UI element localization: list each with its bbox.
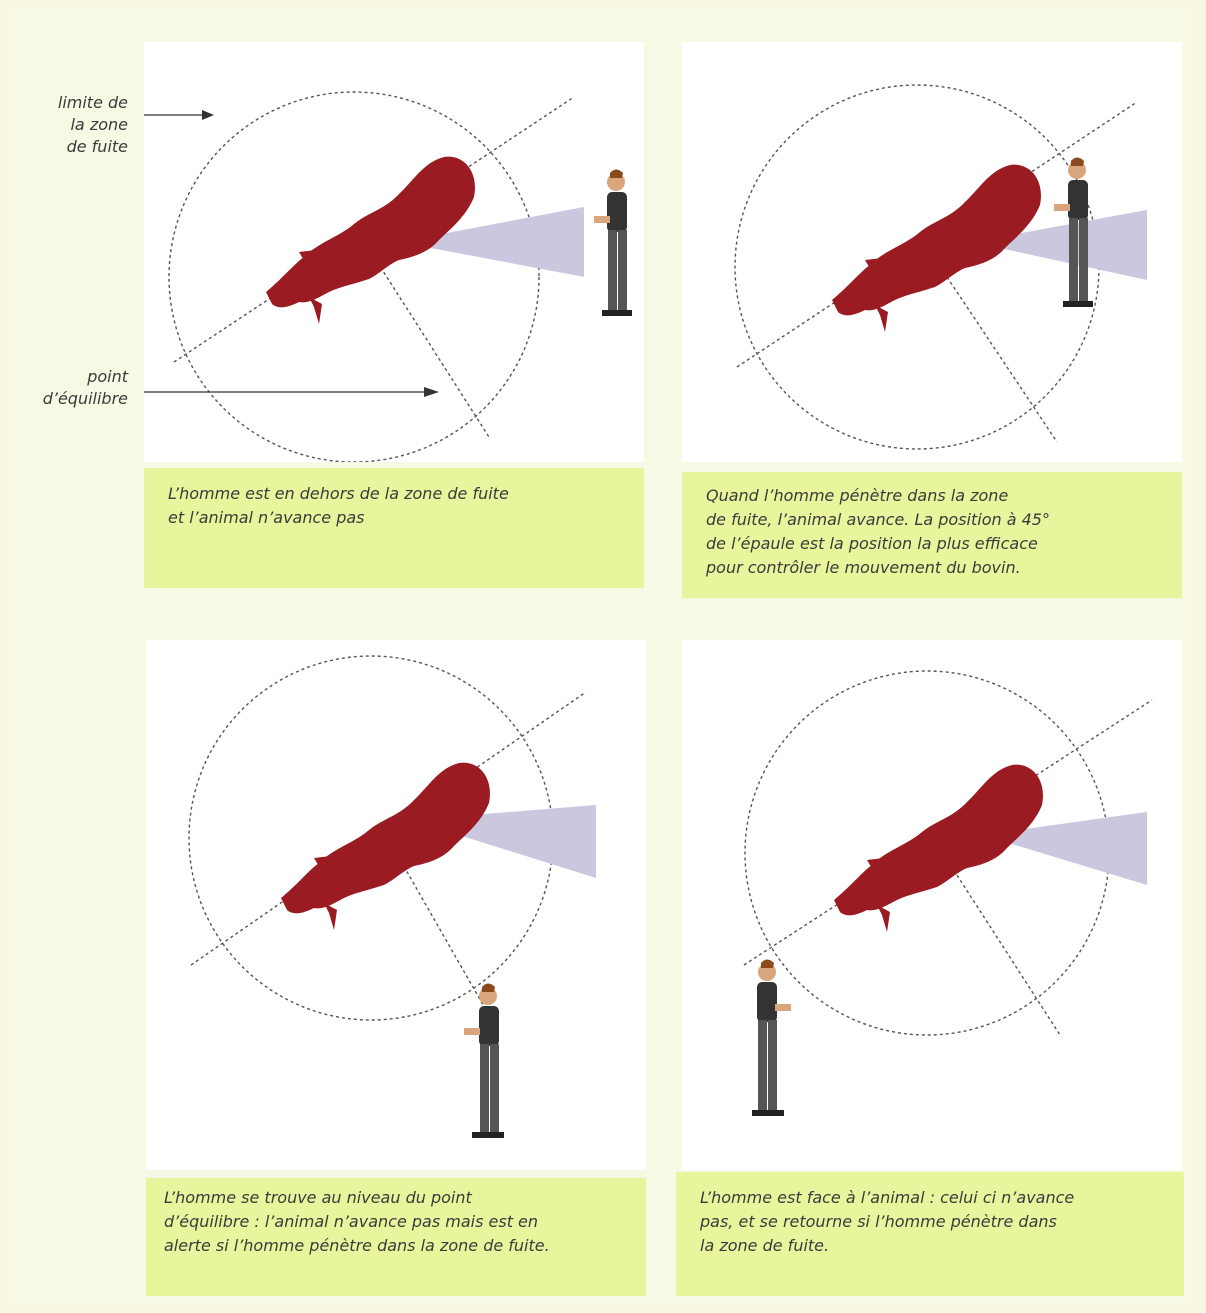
caption-4-line-3: la zone de fuite. xyxy=(700,1234,1184,1258)
caption-2-line-1: Quand l’homme pénètre dans la zone xyxy=(706,484,1182,508)
cattle-silhouette xyxy=(834,765,1043,932)
label-flight-zone-limit: limite de la zone de fuite xyxy=(8,92,128,158)
balance-point-line xyxy=(937,262,1057,442)
label-balance-point-line-2: d’équilibre xyxy=(43,389,128,408)
caption-4-line-1: L’homme est face à l’animal : celui ci n… xyxy=(700,1186,1184,1210)
caption-panel-4: L’homme est face à l’animal : celui ci n… xyxy=(676,1172,1184,1296)
person-figure xyxy=(752,960,791,1117)
caption-panel-3: L’homme se trouve au niveau du point d’é… xyxy=(146,1178,646,1296)
panel-1-drawing xyxy=(144,42,644,462)
diagram-panel-4 xyxy=(682,640,1182,1170)
arrow-flight-zone xyxy=(144,110,214,120)
panel-2-drawing xyxy=(682,42,1182,462)
label-flight-zone-line-3: de fuite xyxy=(67,137,128,156)
person-figure xyxy=(464,984,504,1139)
caption-2-line-3: de l’épaule est la position la plus effi… xyxy=(706,532,1182,556)
cattle-silhouette xyxy=(281,763,490,930)
caption-panel-1: L’homme est en dehors de la zone de fuit… xyxy=(144,468,644,588)
balance-point-line xyxy=(374,257,489,437)
arrow-balance-point xyxy=(144,387,439,397)
caption-3-line-3: alerte si l’homme pénètre dans la zone d… xyxy=(164,1234,646,1258)
label-flight-zone-line-2: la zone xyxy=(70,115,128,134)
balance-point-line xyxy=(944,855,1060,1035)
label-balance-point-line-1: point xyxy=(87,367,128,386)
caption-4-line-2: pas, et se retourne si l’homme pénètre d… xyxy=(700,1210,1184,1234)
caption-1-line-1: L’homme est en dehors de la zone de fuit… xyxy=(168,482,644,506)
panel-3-drawing xyxy=(146,640,646,1170)
caption-panel-2: Quand l’homme pénètre dans la zone de fu… xyxy=(682,472,1182,598)
label-flight-zone-line-1: limite de xyxy=(58,93,128,112)
caption-3-line-2: d’équilibre : l’animal n’avance pas mais… xyxy=(164,1210,646,1234)
diagram-panel-2 xyxy=(682,42,1182,462)
caption-1-line-2: et l’animal n’avance pas xyxy=(168,506,644,530)
label-balance-point: point d’équilibre xyxy=(8,366,128,410)
diagram-panel-3 xyxy=(146,640,646,1170)
caption-3-line-1: L’homme se trouve au niveau du point xyxy=(164,1186,646,1210)
caption-2-line-2: de fuite, l’animal avance. La position à… xyxy=(706,508,1182,532)
diagram-panel-1 xyxy=(144,42,644,462)
caption-2-line-4: pour contrôler le mouvement du bovin. xyxy=(706,556,1182,580)
panel-4-drawing xyxy=(682,640,1182,1170)
person-figure xyxy=(594,170,632,317)
